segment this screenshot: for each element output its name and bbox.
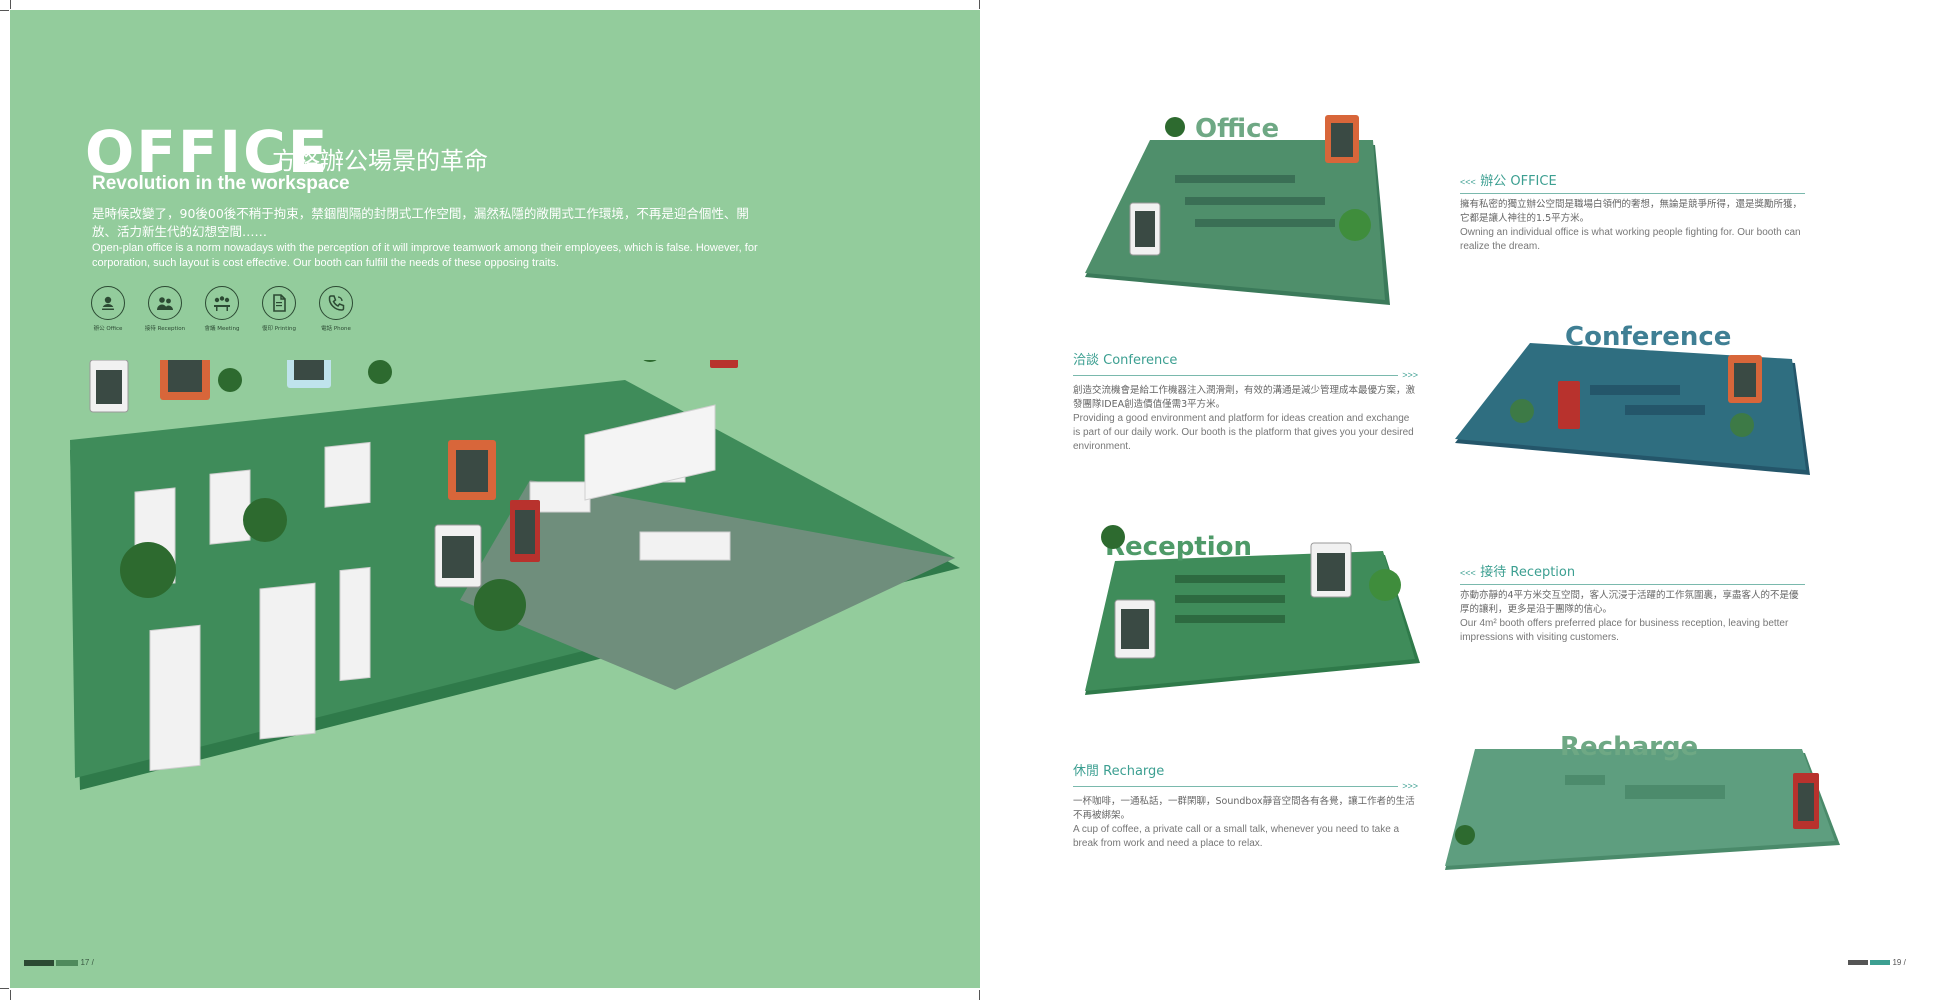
- plant: [1339, 209, 1371, 241]
- page-footer-left: 17 /: [24, 958, 94, 967]
- render-label: Reception: [1105, 532, 1252, 562]
- booth-red: [710, 360, 738, 368]
- reception-scene-render: Reception: [1085, 525, 1420, 695]
- recharge-section: 休閒 Recharge >>> 一杯咖啡，一通私話，一群閑聊，Soundbox靜…: [1073, 764, 1418, 849]
- office-section: <<< 辦公 OFFICE 擁有私密的獨立辦公空間是職場白領們的奢想，無論是競爭…: [1460, 170, 1805, 254]
- desk-row: [1195, 219, 1335, 227]
- plant: [1730, 413, 1754, 437]
- office-icon: [91, 286, 125, 320]
- section-rule: [1460, 584, 1805, 585]
- booth-window: [294, 360, 324, 380]
- intro-text-chinese: 是時候改變了，90後00後不稍于拘束，禁錮間隔的封閉式工作空間，漏然私隱的敞開式…: [92, 206, 749, 239]
- section-title-reception: 接待 Reception: [1480, 565, 1576, 580]
- booth-window: [1331, 123, 1353, 157]
- booth-window: [442, 536, 474, 578]
- office-scene-render: Office: [1085, 114, 1390, 305]
- desk-row: [1185, 197, 1325, 205]
- plant: [368, 360, 392, 384]
- render-label: Recharge: [1560, 732, 1698, 762]
- conference-section: 洽談 Conference >>> 創造交流機會是給工作機器注入潤滑劑，有效的溝…: [1073, 353, 1418, 452]
- brand-tag: [1870, 960, 1891, 966]
- intro-text-english: Open-plan office is a norm nowadays with…: [92, 242, 758, 269]
- plant: [643, 360, 657, 362]
- page-subtitle: Revolution in the workspace: [92, 173, 350, 194]
- desk-row: [1175, 175, 1295, 183]
- desk-row: [259, 582, 316, 740]
- main-office-render: [70, 360, 960, 790]
- ping-pong-table: [1625, 785, 1725, 799]
- feature-reception: 接待 Reception: [145, 286, 185, 342]
- conference-table: [1625, 405, 1705, 415]
- booth-red: [1558, 381, 1580, 429]
- feature-phone: 電話 Phone: [316, 286, 356, 342]
- plant: [1455, 825, 1475, 845]
- plant: [1165, 117, 1185, 137]
- page-title: OFFICE: [85, 118, 330, 186]
- plant: [243, 498, 287, 542]
- plant: [1510, 399, 1534, 423]
- feature-printing: 復印 Printing: [259, 286, 299, 342]
- brand-logo: [1848, 960, 1868, 966]
- ping-pong-table: [639, 531, 731, 561]
- booth-window: [1734, 363, 1756, 397]
- conference-scene-render: Conference: [1455, 322, 1810, 475]
- brand-logo: [24, 959, 54, 966]
- desk-row: [324, 441, 371, 508]
- brand-tag: [56, 959, 79, 966]
- render-label: Conference: [1565, 322, 1731, 352]
- feature-icon-row: 辦公 Office 接待 Reception 會議 Meeting 復印 Pri…: [88, 286, 388, 342]
- meeting-icon: [205, 286, 239, 320]
- desk-row: [1175, 575, 1285, 583]
- plant: [1369, 569, 1401, 601]
- feature-office: 辦公 Office: [88, 286, 128, 342]
- section-title-conference: 洽談 Conference: [1073, 353, 1178, 368]
- conference-table: [1590, 385, 1680, 395]
- floor-top: [1445, 749, 1835, 866]
- bench: [1565, 775, 1605, 785]
- plant: [218, 368, 242, 392]
- desk-row: [209, 469, 251, 545]
- render-label: Office: [1195, 114, 1279, 144]
- section-title-office: 辦公 OFFICE: [1480, 174, 1557, 189]
- reception-section: <<< 接待 Reception 亦動亦靜的4平方米交互空間，客人沉浸于活躍的工…: [1460, 561, 1805, 645]
- booth-window: [1135, 211, 1155, 247]
- booth-window: [456, 450, 488, 492]
- partition-wall: [584, 404, 716, 501]
- desk-row: [149, 624, 201, 772]
- section-rule: [1460, 193, 1805, 194]
- phone-icon: [319, 286, 353, 320]
- booth-window: [515, 510, 535, 554]
- section-title-recharge: 休閒 Recharge: [1073, 764, 1165, 779]
- printing-icon: [262, 286, 296, 320]
- desk-row: [339, 566, 371, 682]
- reception-icon: [148, 286, 182, 320]
- desk-row: [1175, 595, 1285, 603]
- recharge-scene-render: Recharge: [1445, 732, 1840, 870]
- booth-window: [96, 370, 122, 404]
- booth-window: [1121, 609, 1149, 649]
- booth-window: [1317, 553, 1345, 591]
- booth-window: [1798, 783, 1814, 821]
- plant: [474, 579, 526, 631]
- booth-window: [168, 360, 202, 392]
- plant: [1101, 525, 1125, 549]
- desk-row: [1175, 615, 1285, 623]
- plant: [120, 542, 176, 598]
- feature-meeting: 會議 Meeting: [202, 286, 242, 342]
- page-title-chinese: 方格辦公場景的革命: [272, 147, 488, 175]
- lounge-floor: [460, 480, 955, 690]
- page-footer-right: 19 /: [1848, 958, 1906, 967]
